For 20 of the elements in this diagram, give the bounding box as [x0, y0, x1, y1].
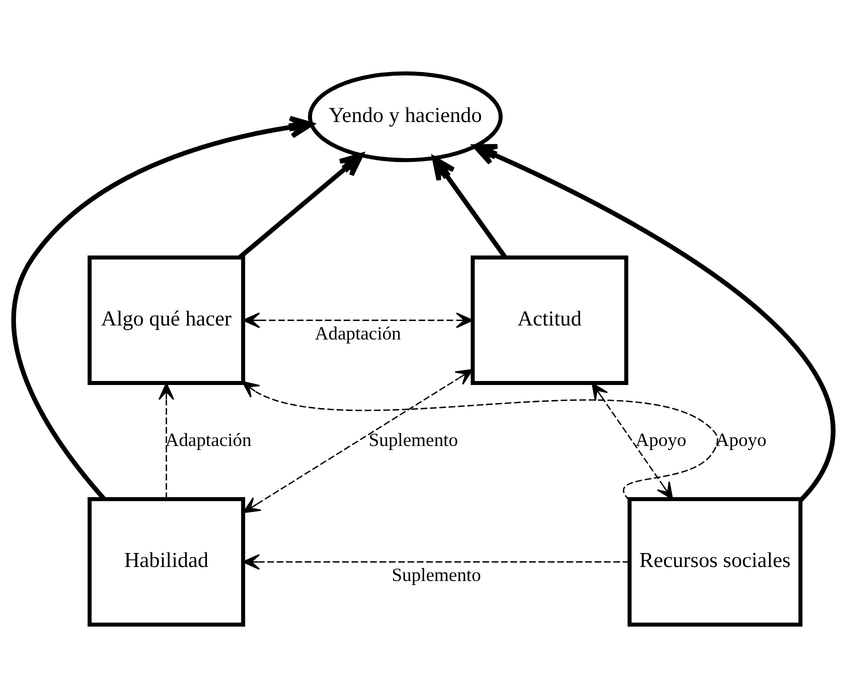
node-box: Habilidad — [88, 497, 246, 627]
arrow — [592, 382, 674, 500]
edge-label: Suplemento — [368, 430, 458, 452]
arrow — [432, 156, 507, 258]
edge-label: Apoyo — [716, 430, 766, 452]
node-ellipse: Yendo y haciendo — [308, 71, 503, 162]
node-box: Recursos sociales — [628, 497, 802, 627]
arrow — [238, 152, 364, 259]
edge-label: Adaptación — [314, 323, 401, 344]
arrow — [473, 144, 835, 502]
edge-label: Apoyo — [636, 430, 686, 452]
arrow — [242, 312, 474, 328]
edge-label: Suplemento — [392, 564, 481, 586]
arrow — [242, 381, 718, 501]
node-box: Algo qué hacer — [88, 256, 246, 386]
node-box: Actitud — [470, 256, 628, 386]
arrow — [242, 368, 474, 514]
arrow — [158, 382, 174, 500]
arrow — [242, 554, 630, 570]
edge-label: Adaptación — [165, 430, 252, 452]
